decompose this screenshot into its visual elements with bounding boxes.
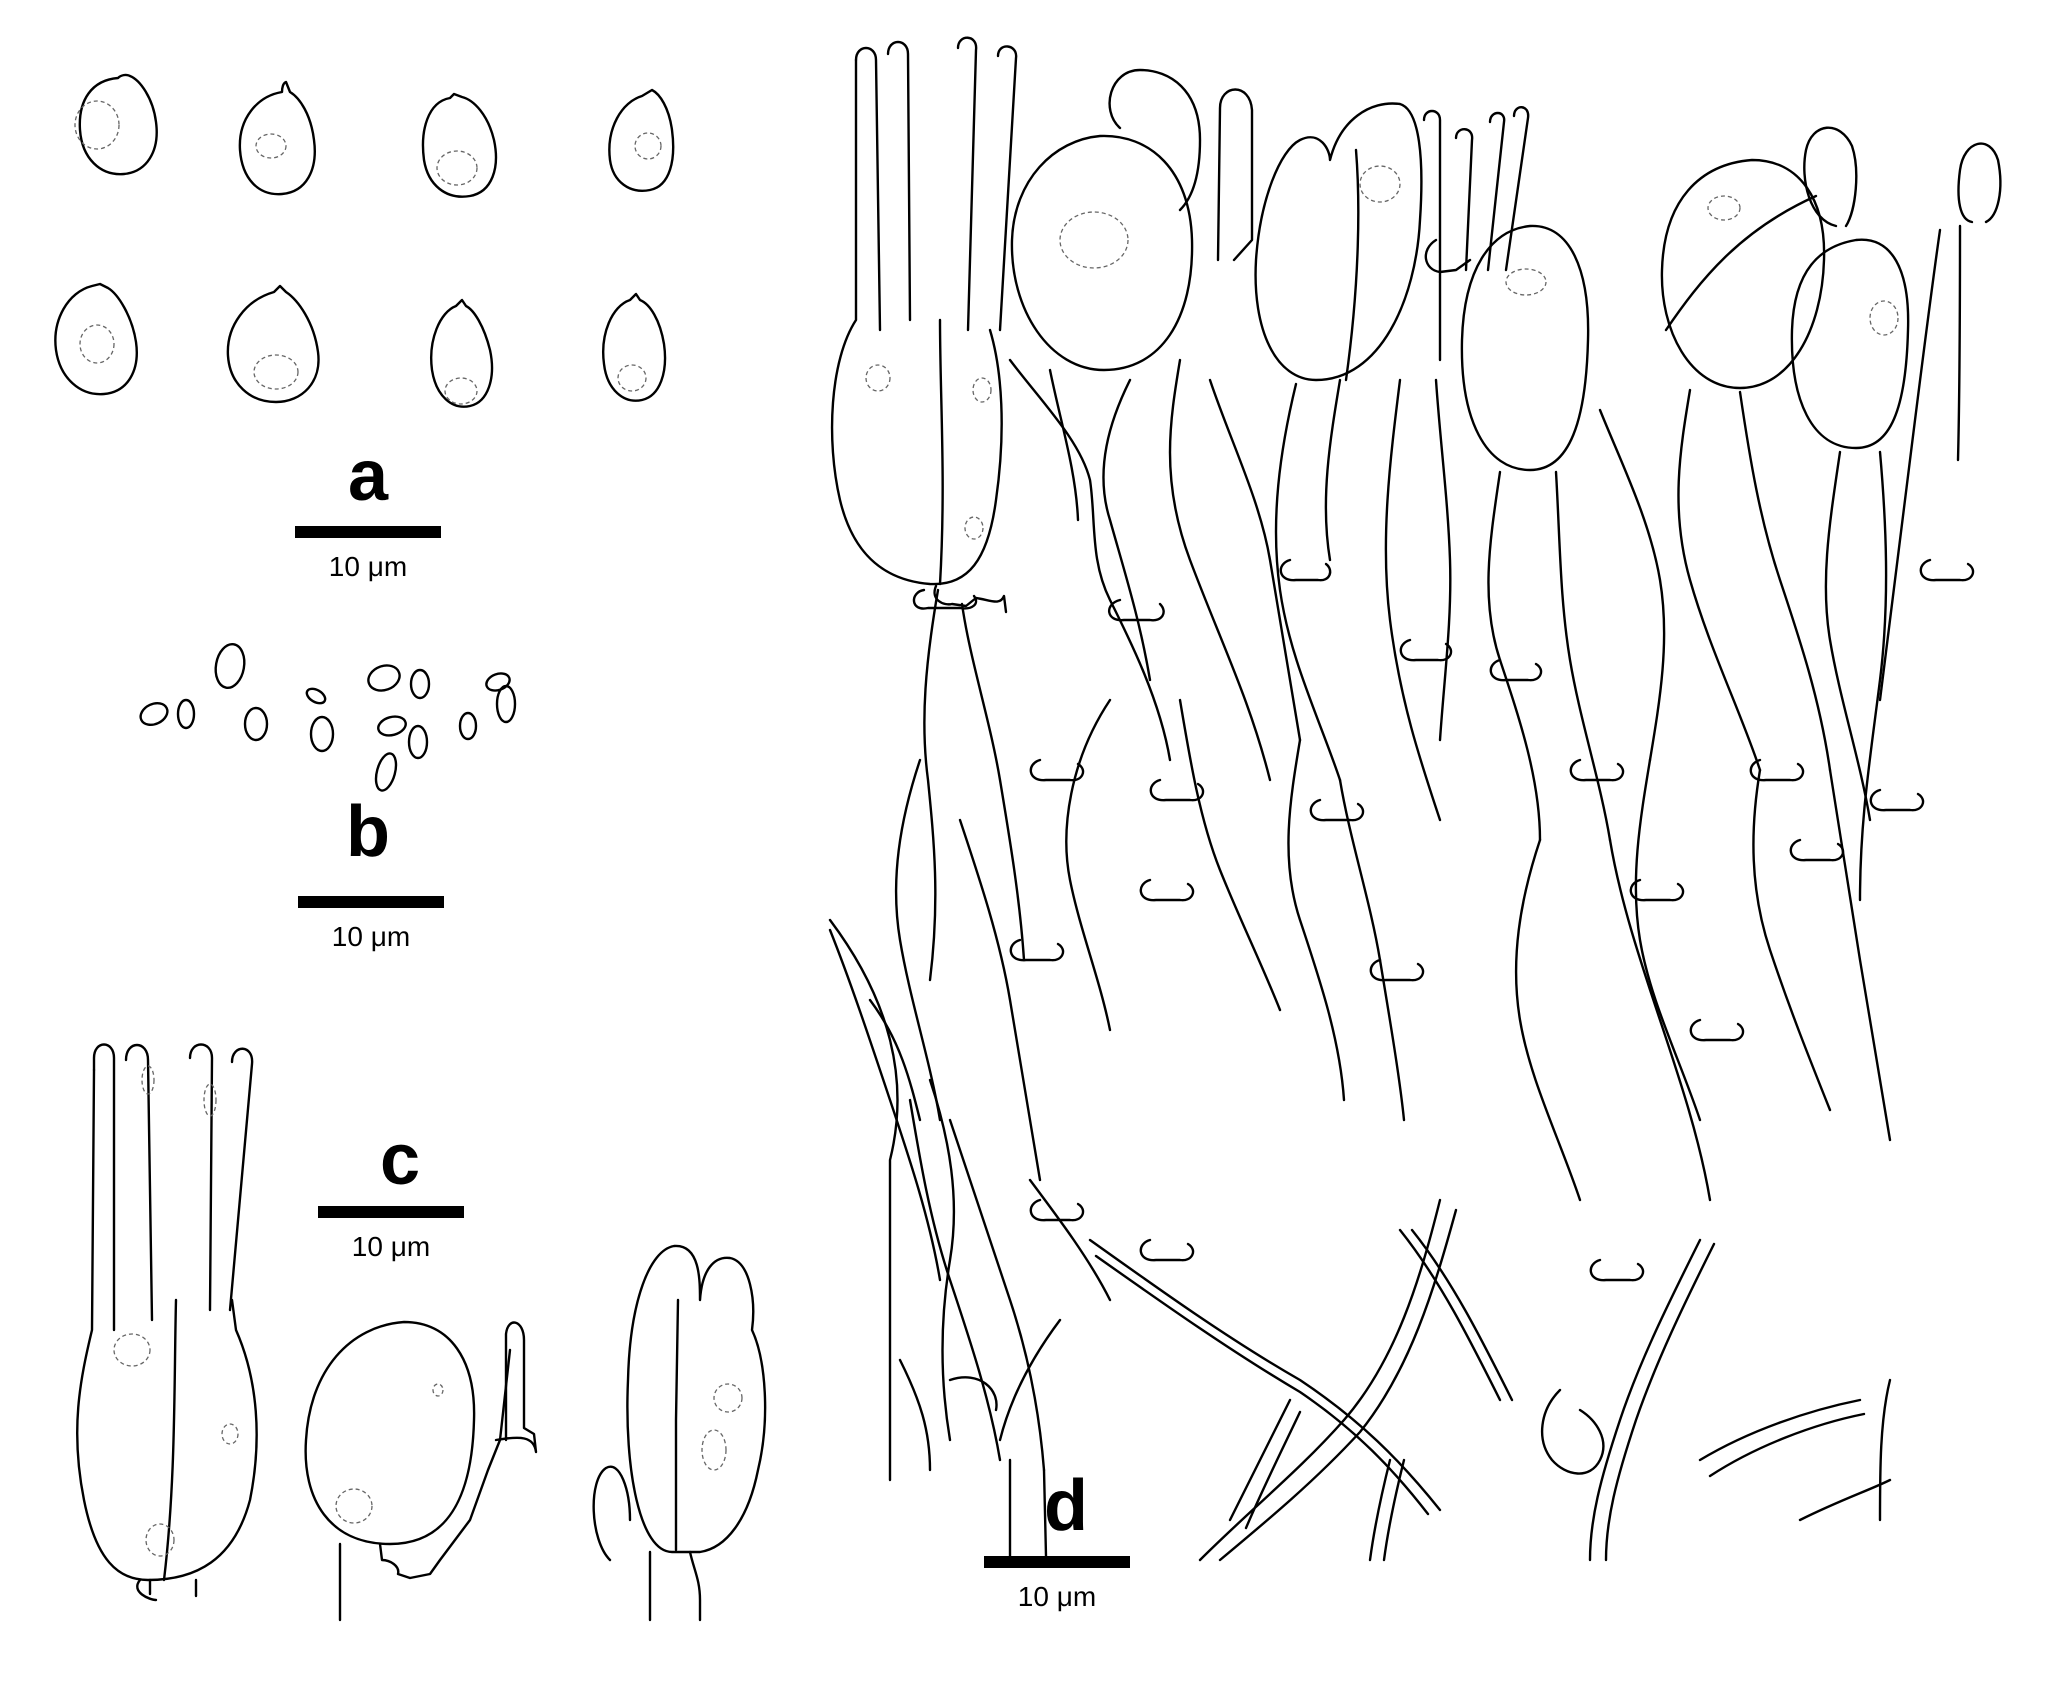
hyphae-network xyxy=(828,224,1962,1562)
scale-text-c: 10 μm xyxy=(352,1231,430,1262)
basidium-clavate xyxy=(1254,102,1423,382)
spore xyxy=(608,88,675,192)
spore xyxy=(139,701,169,727)
spore xyxy=(54,282,138,396)
scale-bar-a xyxy=(295,526,441,538)
spore xyxy=(430,298,494,408)
clamp-connections xyxy=(912,558,1975,1282)
basidium-globose xyxy=(1010,68,1254,372)
spore xyxy=(226,284,320,404)
scale-text-a: 10 μm xyxy=(329,551,407,582)
marginal-hyphae xyxy=(828,918,998,1482)
spore xyxy=(495,684,517,724)
spore xyxy=(421,92,498,198)
panel-c-cells: c 10 μm xyxy=(75,1043,767,1622)
spore xyxy=(74,73,158,176)
spore xyxy=(243,706,269,742)
spore xyxy=(309,715,335,753)
panel-c-label: c xyxy=(380,1120,420,1200)
panel-a-label: a xyxy=(348,436,389,516)
spore xyxy=(407,724,429,760)
spore xyxy=(367,664,401,692)
spore xyxy=(238,80,316,196)
spore xyxy=(176,698,196,730)
skeletal-hyphae xyxy=(998,1198,1892,1562)
scale-bar-d xyxy=(984,1556,1130,1568)
panel-a-spores: a 10 μm xyxy=(54,73,675,582)
spore xyxy=(305,687,327,705)
spore xyxy=(409,668,431,700)
panel-b-label: b xyxy=(346,792,390,872)
cystidium-cluster xyxy=(75,1043,258,1602)
scale-bar-c xyxy=(318,1206,464,1218)
basidium-globose xyxy=(304,1320,538,1622)
spore xyxy=(458,711,478,741)
basidium-clavate xyxy=(592,1244,767,1622)
cystidia-group xyxy=(1422,106,1530,362)
panel-b-spores: b 10 μm xyxy=(139,642,517,952)
basidium-globose xyxy=(1460,224,1590,472)
spore xyxy=(377,715,407,737)
panel-d-label: d xyxy=(1044,1466,1088,1546)
basidium-clavate xyxy=(1790,238,1910,450)
spore xyxy=(374,752,398,792)
panel-d-hymenium: d 10 μm xyxy=(828,36,2002,1612)
scale-bar-b xyxy=(298,896,444,908)
cystidia-group xyxy=(830,36,1018,614)
spore xyxy=(485,672,511,692)
basidium-clavate xyxy=(1660,126,2002,390)
spore xyxy=(214,642,246,690)
scale-text-d: 10 μm xyxy=(1018,1581,1096,1612)
spore xyxy=(602,292,667,402)
scale-text-b: 10 μm xyxy=(332,921,410,952)
